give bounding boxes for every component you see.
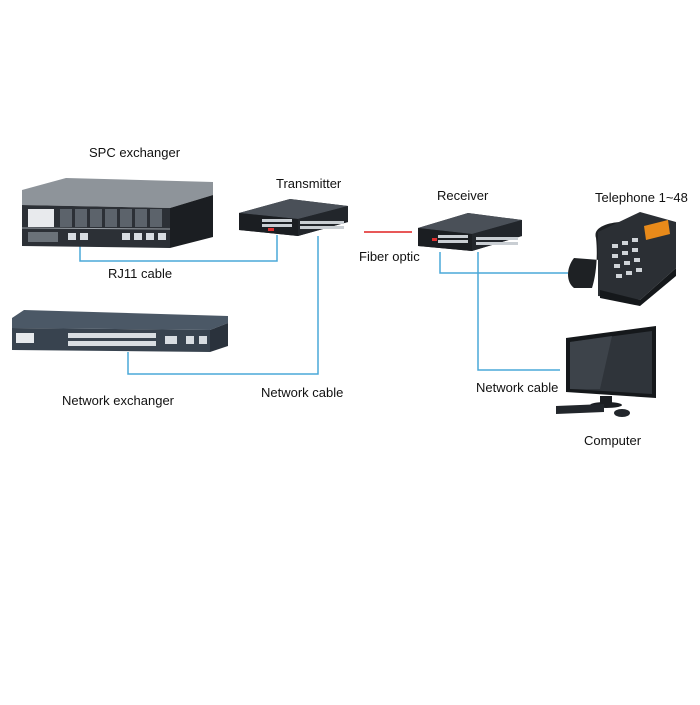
telephone-image [568, 212, 676, 306]
computer-label: Computer [584, 433, 642, 448]
network-cable-right-line [477, 252, 560, 371]
network-cable-left-label: Network cable [261, 385, 344, 400]
network-cable-left-line [127, 236, 319, 375]
network-exchanger-image [12, 310, 228, 352]
spc-exchanger-image [21, 178, 213, 248]
telephone-cable-line [439, 252, 568, 274]
fiber-optic-label: Fiber optic [359, 249, 420, 264]
receiver-image [418, 213, 522, 251]
receiver-label: Receiver [437, 188, 489, 203]
transmitter-label: Transmitter [276, 176, 342, 191]
connections [79, 231, 568, 375]
rj11-cable-label: RJ11 cable [108, 266, 173, 281]
transmitter-image [239, 199, 348, 236]
network-exchanger-label: Network exchanger [62, 393, 174, 408]
rj11-cable-line [79, 235, 278, 262]
spc-exchanger-label: SPC exchanger [89, 145, 181, 160]
network-cable-right-label: Network cable [476, 380, 559, 395]
computer-image [556, 326, 656, 417]
telephone-label: Telephone 1~48 [595, 190, 688, 205]
